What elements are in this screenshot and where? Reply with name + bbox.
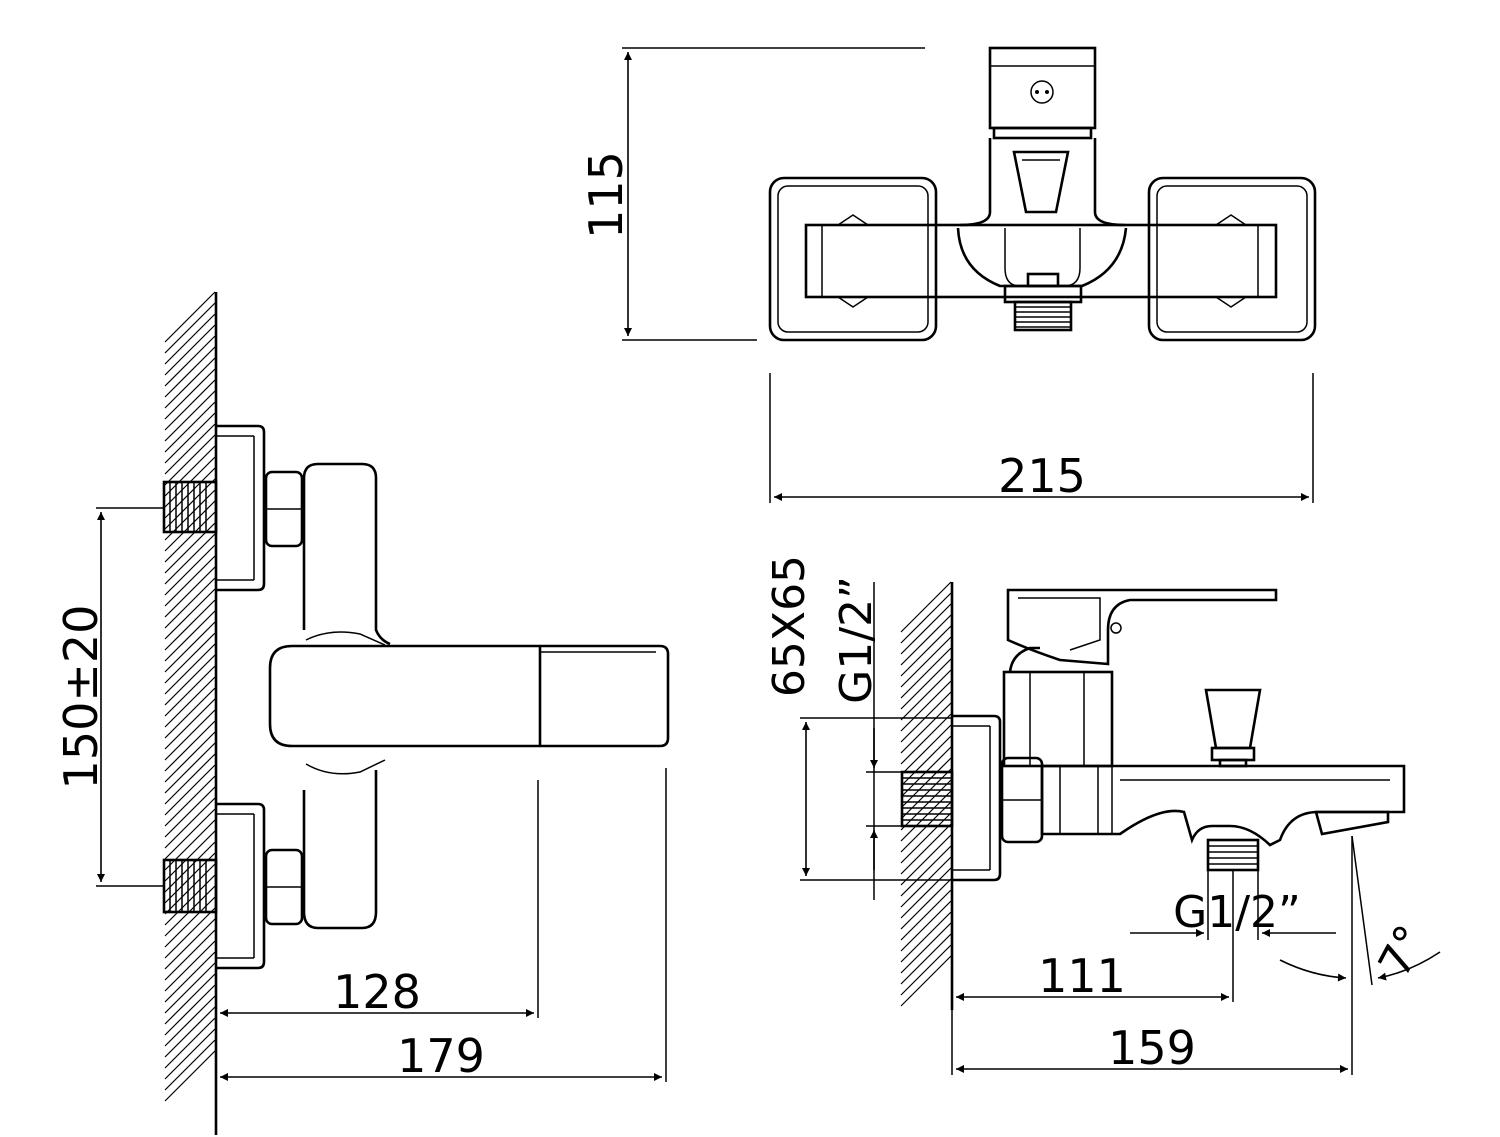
dimension-115-label: 115 — [579, 151, 633, 239]
side-view: 65X65 G1/2” G1/2” 111 159 7° — [764, 555, 1441, 1075]
wall-hatch-left — [164, 291, 216, 1102]
dimension-outlet-thread-label: G1/2” — [1173, 887, 1301, 938]
front-view: 150±20 128 179 — [54, 291, 670, 1135]
wall-hatch-right — [900, 581, 952, 1007]
dimension-150-label: 150±20 — [54, 605, 108, 790]
inlet-thread-upper — [162, 480, 218, 534]
outlet-thread-side — [1206, 838, 1260, 872]
dimension-65x65-label: 65X65 — [764, 555, 815, 697]
dimension-inlet-thread-label: G1/2” — [831, 576, 882, 704]
outlet-thread-top — [1013, 300, 1073, 332]
dimension-angle-label: 7° — [1369, 917, 1438, 985]
dimension-128-label: 128 — [333, 965, 421, 1019]
dimension-111-label: 111 — [1038, 949, 1126, 1003]
dimension-159-label: 159 — [1108, 1021, 1196, 1075]
dimension-215-label: 215 — [998, 449, 1086, 503]
inlet-thread-side — [900, 770, 954, 828]
dimension-179-label: 179 — [397, 1029, 485, 1083]
top-view: 115 — [579, 46, 1317, 503]
